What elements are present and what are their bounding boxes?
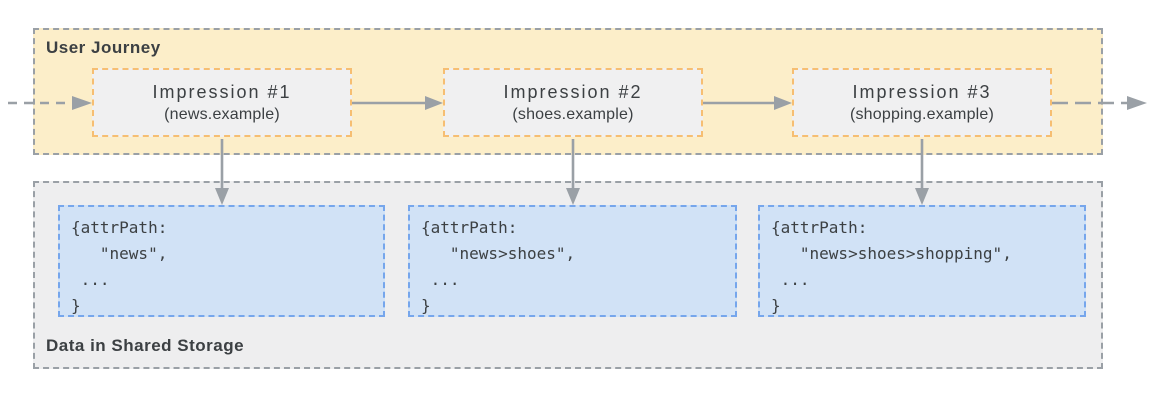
storage-record-1: {attrPath: "news", ... }: [58, 205, 385, 317]
impression-2-title: Impression #2: [503, 82, 643, 102]
storage-record-1-line: "news",: [71, 244, 168, 263]
storage-record-2-line: ...: [421, 270, 460, 289]
impression-3-box: Impression #3 (shopping.example): [792, 68, 1052, 137]
storage-record-2: {attrPath: "news>shoes", ... }: [408, 205, 737, 317]
storage-record-3: {attrPath: "news>shoes>shopping", ... }: [758, 205, 1086, 317]
shared-storage-label: Data in Shared Storage: [46, 336, 245, 355]
outgoing-journey-arrow-head: [1127, 96, 1147, 110]
impression-3-title: Impression #3: [852, 82, 992, 102]
storage-record-1-line: ...: [71, 270, 110, 289]
impression-1-domain: (news.example): [164, 106, 280, 123]
storage-record-3-line: "news>shoes>shopping",: [771, 244, 1012, 263]
storage-record-1-line: }: [71, 296, 81, 315]
storage-record-2-line: {attrPath:: [421, 218, 518, 237]
storage-record-2-line: "news>shoes",: [421, 244, 576, 263]
impression-3-domain: (shopping.example): [849, 106, 995, 123]
storage-record-3-line: }: [771, 296, 781, 315]
impression-1-title: Impression #1: [152, 82, 292, 102]
user-journey-label: User Journey: [46, 38, 161, 57]
impression-2-box: Impression #2 (shoes.example): [443, 68, 703, 137]
impression-2-domain: (shoes.example): [512, 106, 634, 123]
storage-record-3-line: {attrPath:: [771, 218, 868, 237]
storage-record-2-line: }: [421, 296, 431, 315]
storage-record-3-line: ...: [771, 270, 810, 289]
storage-record-1-line: {attrPath:: [71, 218, 168, 237]
impression-1-box: Impression #1 (news.example): [92, 68, 352, 137]
